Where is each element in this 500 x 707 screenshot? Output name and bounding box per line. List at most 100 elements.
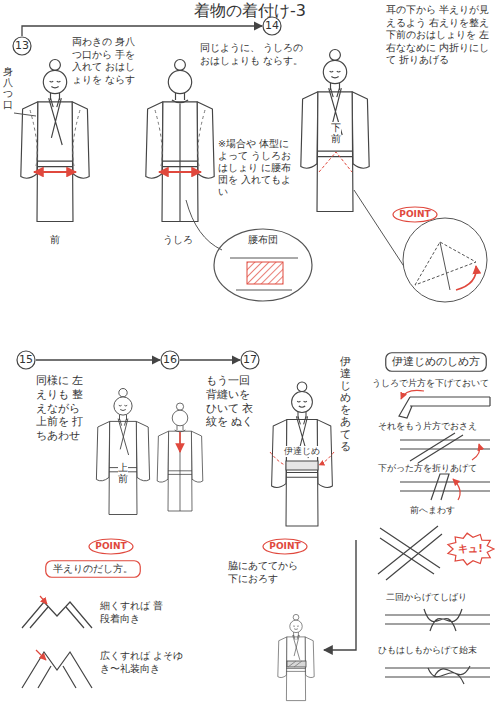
waist-pad (230, 258, 298, 290)
node-text: キュ! (458, 543, 483, 555)
sash-steps (400, 440, 490, 449)
point-inset (440, 242, 450, 290)
figure-finished (287, 661, 306, 667)
figure-step17 (286, 461, 318, 470)
note-text: 細くすれば 普段着向き (100, 600, 164, 625)
note-text: うしろ (163, 234, 193, 247)
figure-back (146, 60, 222, 251)
figure-step14 (354, 190, 405, 268)
note-text: ※場合や 体型によって うしろおはしょり に腰布団を 入れてもよい (218, 138, 296, 197)
note-text: 下がった方を折りあげて (378, 463, 496, 474)
sash-steps (378, 526, 442, 580)
figure-finished (278, 614, 314, 700)
collar-wide (22, 652, 92, 688)
point-inset (403, 218, 487, 302)
vertical-note: 上前 (118, 462, 128, 484)
note-text: 二回からげてしばり (386, 592, 496, 603)
step-arrow (22, 26, 262, 36)
sash-steps (424, 609, 462, 631)
sash-steps (410, 433, 463, 463)
waist-pad (247, 262, 283, 284)
collar-wide (36, 650, 46, 660)
step-number: 14 (262, 16, 282, 36)
node-text: 伊達じめのしめ方 (392, 355, 480, 368)
point-badge: POINT (392, 206, 438, 223)
sash-steps (410, 397, 490, 406)
note-text: ひもはしもからげて始末 (378, 645, 496, 656)
point-badge: POINT (262, 538, 308, 555)
figure-back (159, 171, 201, 173)
collar-wide (38, 666, 76, 688)
step-number: 13 (12, 36, 32, 56)
heading-box-outline (386, 353, 487, 372)
sash-steps (453, 479, 460, 500)
waist-pad (230, 258, 298, 290)
node-text: 16 (163, 353, 177, 366)
note-text: 脇にあててから 下におろす (228, 560, 310, 585)
figure-step15 (96, 389, 149, 515)
figure-finished (278, 614, 314, 700)
collar-narrow (22, 602, 92, 628)
node-text: 13 (15, 39, 29, 52)
heading-box: 伊達じめのしめ方 (385, 352, 487, 372)
point-badge-outline (263, 539, 307, 554)
sash-steps (428, 666, 470, 684)
step-number: 15 (16, 350, 36, 370)
point-inset (456, 266, 476, 290)
sash-steps (380, 528, 440, 574)
note-text: 伊達じめ (284, 446, 320, 457)
heading-box: 半えりのだし方。 (45, 560, 141, 578)
inset-circle-outline (214, 229, 312, 301)
figure-finished (288, 661, 302, 667)
collar-wide (22, 650, 92, 688)
figure-front (14, 113, 36, 116)
step-arrow (36, 359, 160, 360)
sash-steps (431, 474, 449, 500)
node-text: 半えりのだし方。 (53, 563, 133, 575)
note-text: 前へまわす (410, 505, 455, 516)
node-text: 17 (243, 353, 257, 366)
vertical-note: 伊達じめをあてる (340, 356, 351, 453)
sound-burst: キュ! (446, 532, 495, 566)
note-text: 前 (50, 234, 60, 247)
figure-step14 (301, 50, 405, 269)
figure-step14 (301, 50, 369, 212)
node-text: POINT (95, 541, 126, 552)
sash-steps (472, 444, 480, 460)
note-text: 両わきの 身八つ口から 手を入れて おはしょりを ならす (72, 36, 140, 86)
inset-circle: 腰布団 (213, 228, 313, 302)
note-text: 同様に 左えりも 整えながら 上前を 打ちあわせ (36, 374, 94, 443)
node-text: 14 (265, 19, 279, 32)
heading-box-outline (46, 561, 141, 578)
node-text: 15 (19, 353, 33, 366)
figure-front (30, 110, 80, 166)
point-badge-outline (393, 207, 437, 222)
sash-steps (399, 397, 412, 418)
figure-step16 (157, 403, 203, 511)
step-number-outline (17, 351, 35, 369)
collar-narrow (30, 607, 84, 628)
node-text: POINT (399, 209, 430, 220)
figure-front (34, 171, 76, 173)
vertical-note: 身八つ口 (3, 66, 13, 110)
figure-step16 (179, 432, 181, 452)
step-number: 16 (160, 350, 180, 370)
sound-burst-outline (448, 533, 494, 565)
vertical-note: 下前 (331, 122, 341, 144)
collar-narrow (40, 596, 47, 604)
note-text: 広くすれば よそゆき〜礼装向き (100, 650, 200, 675)
sash-steps (401, 390, 424, 399)
step-number-outline (161, 351, 179, 369)
note-text: うしろで片方を下げておいて (372, 378, 496, 389)
step-number-outline (241, 351, 259, 369)
figure-step15 (96, 389, 149, 515)
figure-step17 (272, 382, 333, 526)
note-text: 同じように、 うしろのおはしょりも ならす。 (200, 42, 304, 67)
figure-back (155, 110, 205, 166)
point-inset (415, 242, 476, 285)
note-text: もう一回 背縫いを ひいて 衣紋を ぬく (206, 374, 254, 429)
point-badge: POINT (88, 538, 134, 555)
step-arrow (180, 359, 240, 360)
note-text: 耳の下から 半えりが見えるよう 右えりを整え 下前のおはしょりを 左右ななめに … (386, 4, 494, 67)
figure-step16 (157, 403, 203, 511)
